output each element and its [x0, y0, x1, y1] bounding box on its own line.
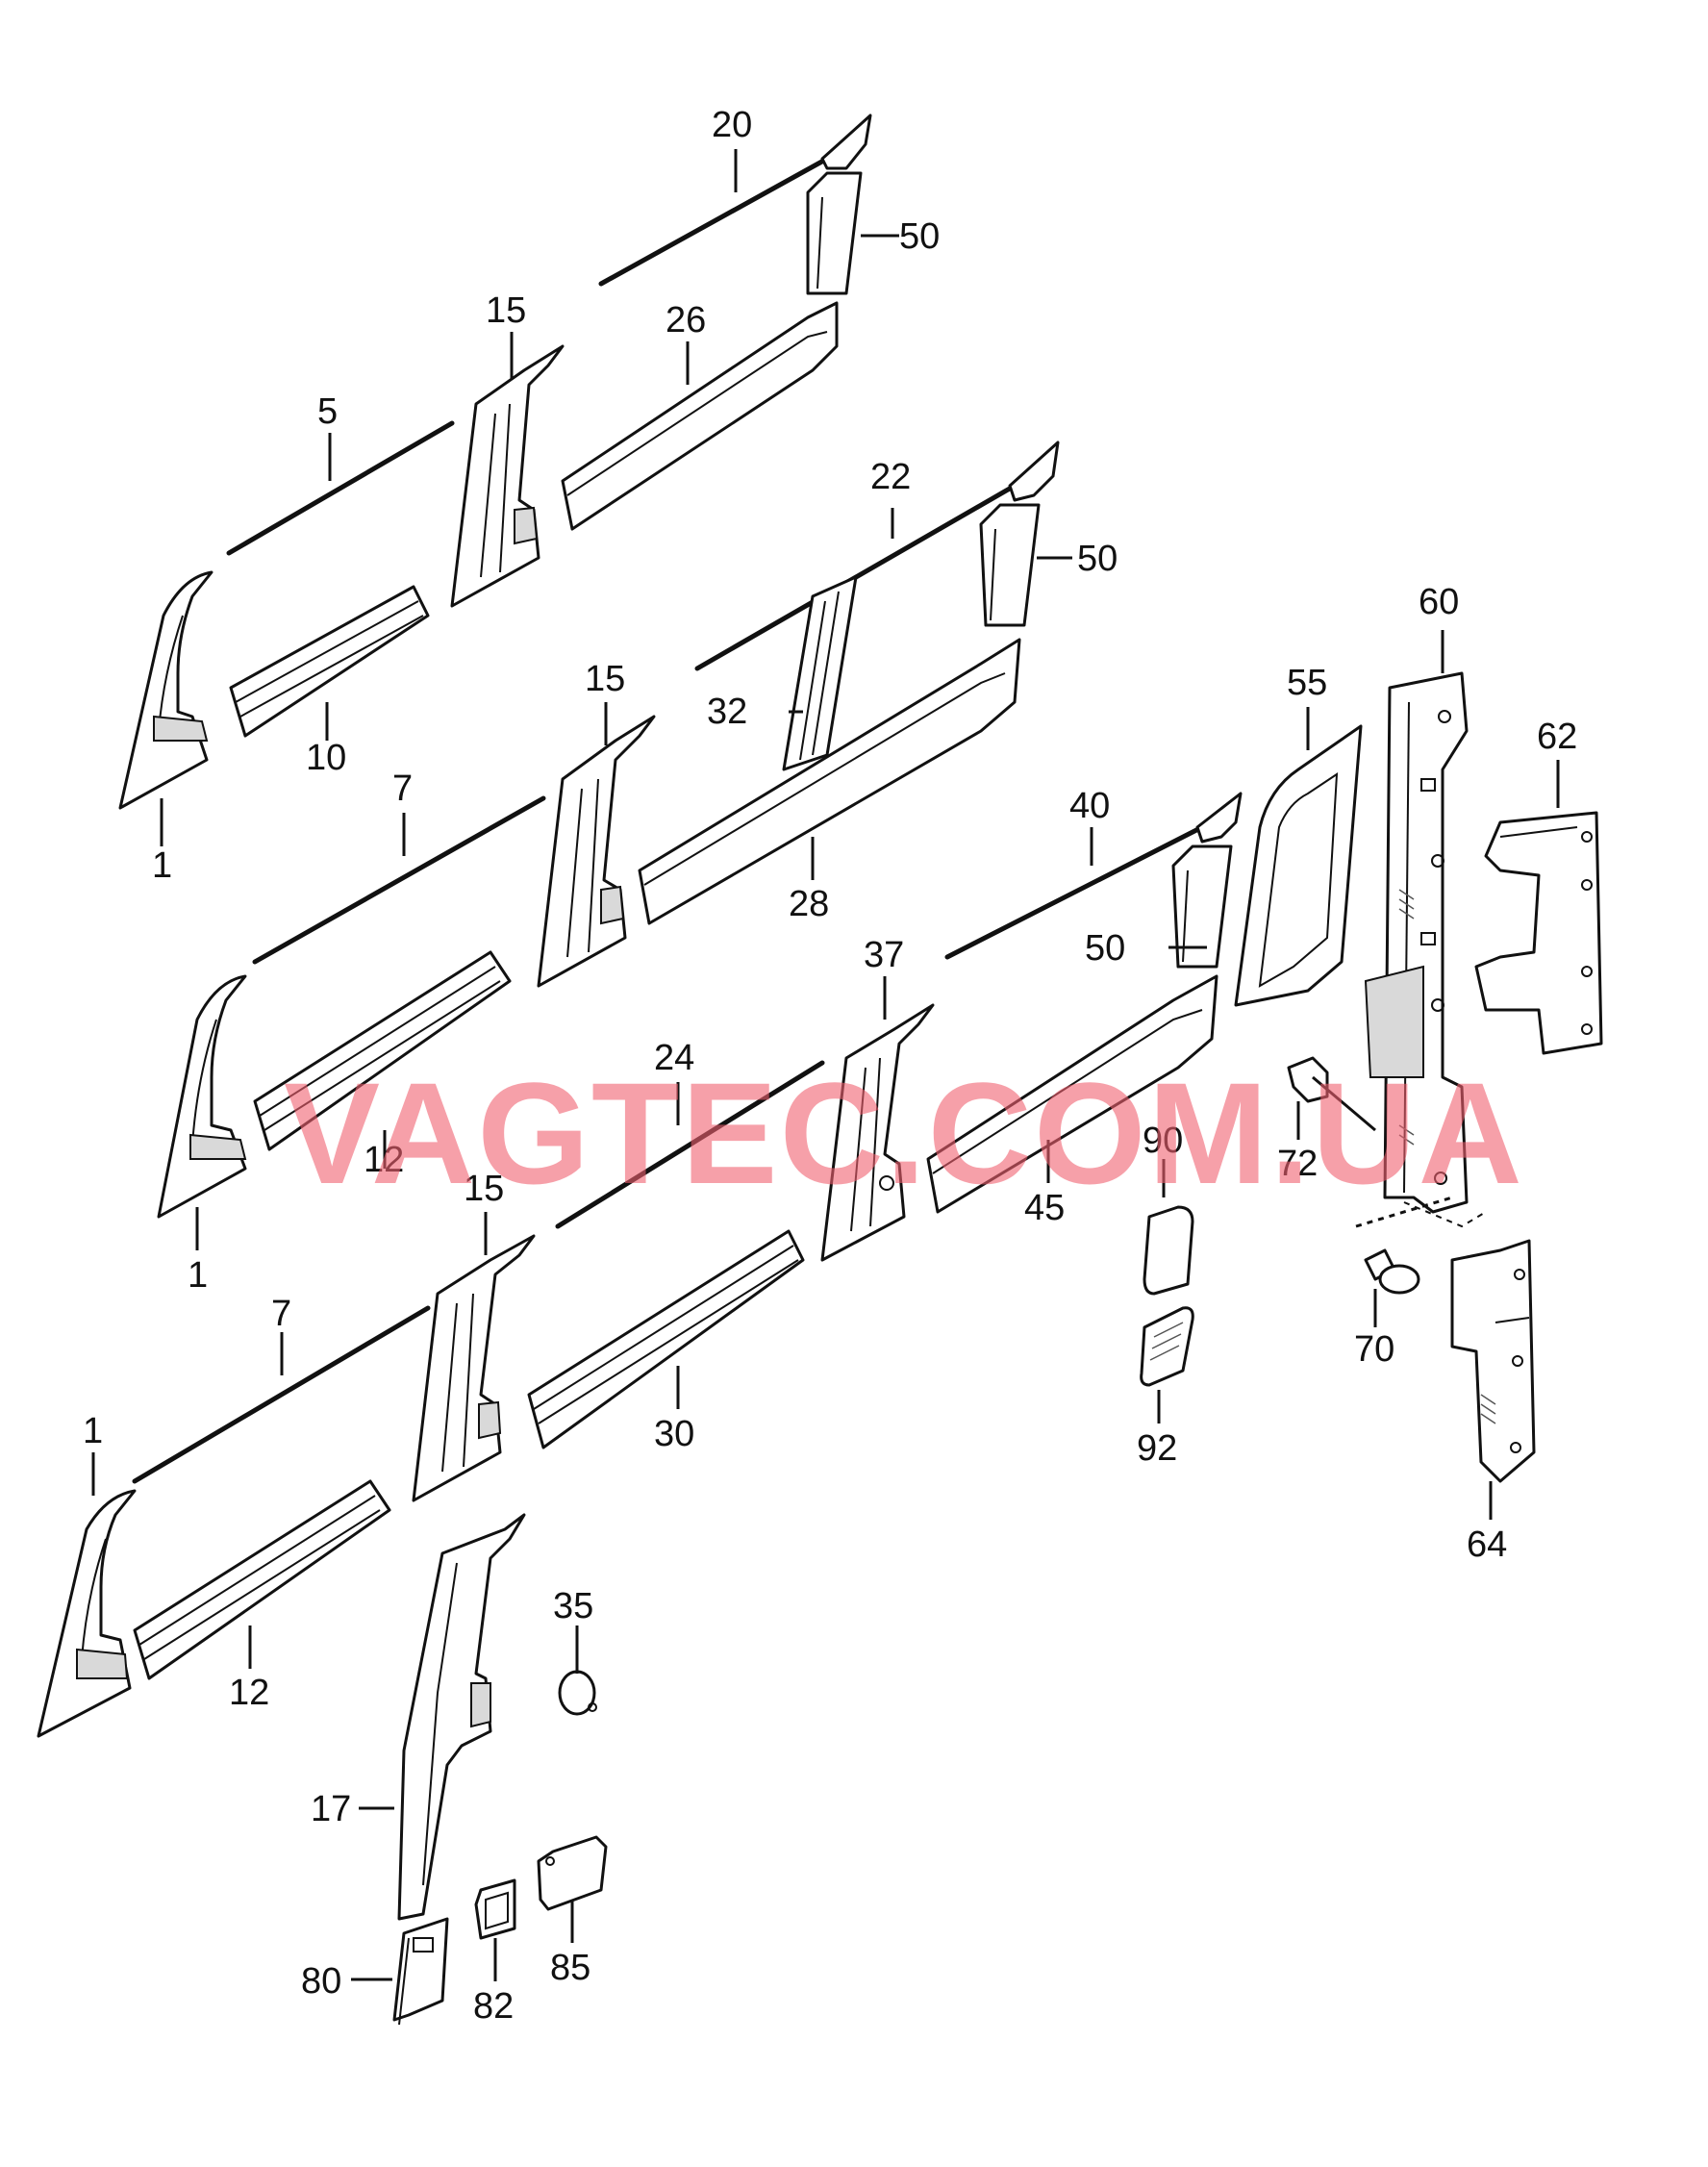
part-10-sill: [229, 585, 430, 738]
callout-32: 32: [707, 692, 747, 732]
callout-62: 62: [1537, 717, 1577, 757]
part-15-pillar-row2: [537, 715, 656, 988]
leader-lines: [91, 149, 1560, 1981]
part-26-panel: [561, 301, 839, 531]
part-28-panel: [638, 638, 1021, 925]
part-70-fastener: [1355, 1196, 1453, 1295]
part-60-pillar: [1364, 671, 1487, 1228]
callout-70: 70: [1354, 1329, 1394, 1370]
callout-37: 37: [864, 935, 904, 975]
part-40-roof-strip: [944, 792, 1243, 960]
part-50-pillar-cover-row3: [1171, 844, 1233, 969]
part-17-pillar: [397, 1513, 526, 1921]
callout-82: 82: [473, 1986, 514, 2027]
part-45-panel: [926, 974, 1218, 1214]
part-64-pillar-lower: [1450, 1239, 1536, 1483]
part-5-strip: [226, 420, 455, 556]
watermark: VAGTEC.COM.UA: [284, 1052, 1524, 1214]
part-90-cover: [1143, 1205, 1194, 1296]
callout-1-row2: 1: [188, 1255, 208, 1296]
callout-1-row1: 1: [152, 845, 172, 886]
part-35-plug: [558, 1670, 597, 1716]
part-85-cover: [537, 1835, 608, 1911]
part-20-roof-strip: [598, 113, 872, 287]
callout-5: 5: [317, 391, 338, 432]
callout-26: 26: [666, 300, 706, 340]
part-12-sill-row3: [133, 1479, 391, 1680]
callout-15-row1: 15: [486, 290, 526, 331]
callout-10: 10: [306, 738, 346, 778]
callout-28: 28: [789, 884, 829, 924]
callout-15-row3: 15: [464, 1169, 504, 1209]
callout-50-row2: 50: [1077, 539, 1118, 579]
callout-24: 24: [654, 1038, 694, 1078]
part-1-trim-row3: [37, 1489, 137, 1738]
part-72-clip: [1287, 1056, 1376, 1132]
part-30-sill: [527, 1229, 805, 1449]
callout-72: 72: [1277, 1144, 1318, 1184]
callout-12-row2: 12: [364, 1140, 404, 1180]
callout-92: 92: [1137, 1428, 1177, 1469]
part-55-window-frame: [1234, 724, 1363, 1007]
part-92-cover: [1140, 1306, 1194, 1387]
part-37-pillar: [820, 1003, 935, 1262]
part-15-pillar-row1: [450, 344, 565, 608]
callout-30: 30: [654, 1414, 694, 1454]
callout-45: 45: [1024, 1188, 1065, 1228]
part-7-strip-row2: [252, 795, 546, 965]
callout-labels: 20 50 15 26 5 22 50 60 15 32 55 62 10 1 …: [83, 105, 1577, 2027]
part-24-strip: [555, 1060, 825, 1229]
callout-85: 85: [550, 1948, 590, 1988]
part-50-pillar-cover-row2: [979, 503, 1041, 627]
part-80-bracket: [392, 1917, 449, 2026]
callout-22: 22: [870, 457, 911, 497]
callout-50-row1: 50: [899, 216, 940, 257]
callout-60: 60: [1419, 582, 1459, 622]
callout-1-row3: 1: [83, 1411, 103, 1451]
callout-50-row3: 50: [1085, 928, 1125, 969]
part-1-trim-row1: [118, 570, 214, 810]
callout-35: 35: [553, 1586, 593, 1626]
callout-17: 17: [311, 1789, 351, 1829]
callout-80: 80: [301, 1961, 341, 2002]
part-15-pillar-row3: [412, 1234, 536, 1502]
callout-12-row3: 12: [229, 1673, 269, 1713]
part-12-sill-row2: [253, 950, 512, 1151]
part-32-pillar-insert: [782, 575, 858, 771]
part-82-bracket: [474, 1878, 516, 1940]
callout-20: 20: [712, 105, 752, 145]
callout-90: 90: [1143, 1121, 1183, 1161]
callout-55: 55: [1287, 663, 1327, 703]
callout-64: 64: [1467, 1524, 1507, 1565]
part-7-strip-row3: [132, 1305, 431, 1484]
callout-15-row2: 15: [585, 659, 625, 699]
callout-40: 40: [1069, 786, 1110, 826]
part-50-pillar-cover-row1: [806, 171, 863, 295]
callout-7-row2: 7: [392, 769, 413, 809]
callout-7-row3: 7: [271, 1294, 291, 1334]
part-1-trim-row2: [157, 974, 247, 1219]
part-62-hinge: [1474, 811, 1603, 1055]
